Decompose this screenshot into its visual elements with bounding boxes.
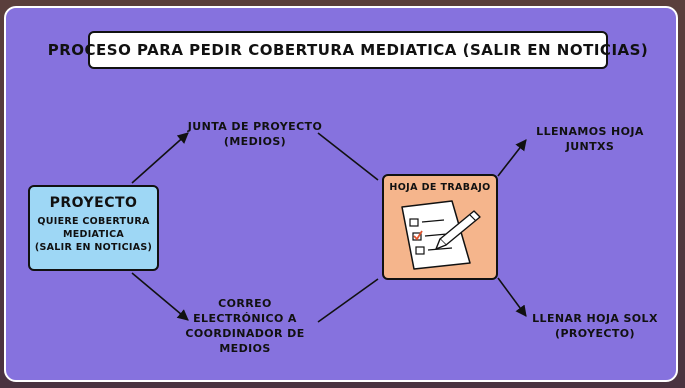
arrow-hoja-to-llenamos bbox=[497, 139, 527, 177]
llenar-line-1: LLENAR HOJA SOLX bbox=[532, 312, 658, 325]
correo-line-1: CORREO bbox=[218, 297, 272, 310]
llenamos-line-2: JUNTXS bbox=[565, 140, 615, 153]
worksheet-pen-icon bbox=[401, 200, 481, 270]
llenar-node: LLENAR HOJA SOLX (PROYECTO) bbox=[520, 311, 670, 341]
proyecto-line-2: MEDIATICA bbox=[62, 229, 125, 240]
arrow-proyecto-to-junta bbox=[131, 132, 189, 184]
junta-line-1: JUNTA DE PROYECTO bbox=[187, 120, 323, 133]
arrow-proyecto-to-correo bbox=[131, 272, 189, 321]
llenar-line-2: (PROYECTO) bbox=[555, 327, 635, 340]
junta-line-2: (MEDIOS) bbox=[223, 135, 287, 148]
proyecto-node: PROYECTO QUIERE COBERTURA MEDIATICA (SAL… bbox=[28, 185, 159, 271]
line-correo-to-hoja bbox=[317, 278, 379, 323]
arrow-hoja-to-llenar bbox=[497, 277, 527, 317]
proyecto-title: PROYECTO bbox=[49, 195, 138, 211]
diagram-title: PROCESO PARA PEDIR COBERTURA MEDIATICA (… bbox=[48, 31, 648, 69]
hoja-de-trabajo-node: HOJA DE TRABAJO bbox=[382, 174, 498, 280]
junta-node: JUNTA DE PROYECTO (MEDIOS) bbox=[180, 119, 330, 149]
correo-line-3: COORDINADOR DE bbox=[185, 327, 305, 340]
line-junta-to-hoja bbox=[317, 132, 379, 181]
proyecto-line-3: (SALIR EN NOTICIAS) bbox=[34, 242, 153, 253]
correo-line-2: ELECTRÓNICO A bbox=[193, 312, 297, 325]
llenamos-line-1: LLENAMOS HOJA bbox=[536, 125, 644, 138]
correo-node: CORREO ELECTRÓNICO A COORDINADOR DE MEDI… bbox=[185, 296, 305, 356]
llenamos-node: LLENAMOS HOJA JUNTXS bbox=[520, 124, 660, 154]
correo-line-4: MEDIOS bbox=[219, 342, 271, 355]
hoja-title: HOJA DE TRABAJO bbox=[389, 182, 491, 193]
proyecto-line-1: QUIERE COBERTURA bbox=[37, 216, 150, 227]
